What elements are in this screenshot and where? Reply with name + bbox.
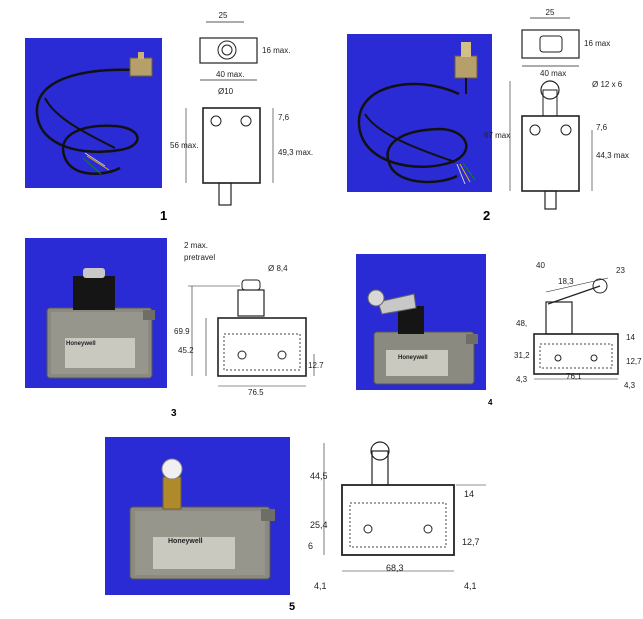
product-photo-1 <box>25 38 162 188</box>
dim-height2: 44,3 max <box>596 151 629 160</box>
dim-h3: 12.7 <box>308 361 324 370</box>
dim-height: 67 max <box>484 131 510 140</box>
dim-d1: 18,3 <box>558 277 574 286</box>
product-photo-5 <box>105 437 290 595</box>
dim-w: 76,1 <box>566 372 582 381</box>
dim-d2: 23 <box>616 266 625 275</box>
roller-lever-switch-image <box>367 289 478 385</box>
dim-h1: 48, <box>516 319 527 328</box>
dim-angle: 40 <box>536 261 545 270</box>
dim-h2: 25,4 <box>310 520 328 530</box>
dimension-drawing-3: 2 max. pretravel Ø 8,4 69.9 45.2 12.7 76… <box>174 241 324 397</box>
dim-body-width: 40 max. <box>216 70 244 79</box>
dim-diameter: Ø 8,4 <box>268 264 288 273</box>
dim-right: 12,7 <box>462 537 480 547</box>
pretravel-label: pretravel <box>184 253 215 262</box>
roller-plunger-switch-image <box>129 458 275 580</box>
switch-with-cable-image <box>35 52 153 175</box>
product-photo-3 <box>25 238 167 388</box>
dim-h2: 45.2 <box>178 346 194 355</box>
dim-top-height: 16 max <box>584 39 610 48</box>
dim-d3: 14 <box>626 333 635 342</box>
brand-label-4: Honeywell <box>398 355 428 361</box>
dim-offset: 7,6 <box>596 123 608 132</box>
plunger-switch-image <box>46 268 155 379</box>
dim-diameter: Ø10 <box>218 87 234 96</box>
dim-top: 14 <box>464 489 474 499</box>
dim-h2: 31,2 <box>514 351 530 360</box>
dim-top-width: 25 <box>219 11 228 20</box>
dim-offset: 7,6 <box>278 113 290 122</box>
dim-top-height: 16 max. <box>262 46 290 55</box>
item-number-4: 4 <box>488 398 493 407</box>
item-number-3: 3 <box>171 408 177 419</box>
dim-height: 56 max. <box>170 141 198 150</box>
product-photo-4 <box>356 254 486 390</box>
product-photo-2 <box>347 34 492 192</box>
dim-h1: 44,5 <box>310 471 328 481</box>
switch-with-cable-image <box>357 42 478 185</box>
dim-e2: 4,3 <box>624 381 636 390</box>
dimension-drawing-5: 44,5 25,4 6 14 12,7 68,3 4,1 4,1 <box>308 441 486 591</box>
brand-label-3: Honeywell <box>66 341 96 347</box>
dimension-drawing-1: 25 16 max. 40 max. Ø10 56 max. 7,6 49,3 … <box>170 11 313 206</box>
dim-h3: 12,7 <box>626 357 642 366</box>
dim-edge-left: 4,1 <box>314 581 327 591</box>
dim-width: 68,3 <box>386 563 404 573</box>
dim-h3: 6 <box>308 541 313 551</box>
dim-width: 76.5 <box>248 388 264 397</box>
dim-diameter: Ø 12 x 6 <box>592 80 623 89</box>
dim-e1: 4,3 <box>516 375 528 384</box>
dim-top-width: 25 <box>546 8 555 17</box>
item-number-5: 5 <box>289 601 296 613</box>
dimension-drawing-4: 40 18,3 23 48, 31,2 14 12,7 76,1 4,3 4,3 <box>514 261 642 390</box>
dim-height2: 49,3 max. <box>278 148 313 157</box>
item-number-1: 1 <box>160 208 168 223</box>
dim-body-width: 40 max <box>540 69 566 78</box>
pretravel-max: 2 max. <box>184 241 208 250</box>
item-number-2: 2 <box>483 208 491 223</box>
brand-label-5: Honeywell <box>168 538 203 545</box>
dim-edge-right: 4,1 <box>464 581 477 591</box>
dim-h1: 69.9 <box>174 327 190 336</box>
dimension-drawing-2: 25 16 max 40 max Ø 12 x 6 67 max 7,6 44,… <box>484 8 629 210</box>
